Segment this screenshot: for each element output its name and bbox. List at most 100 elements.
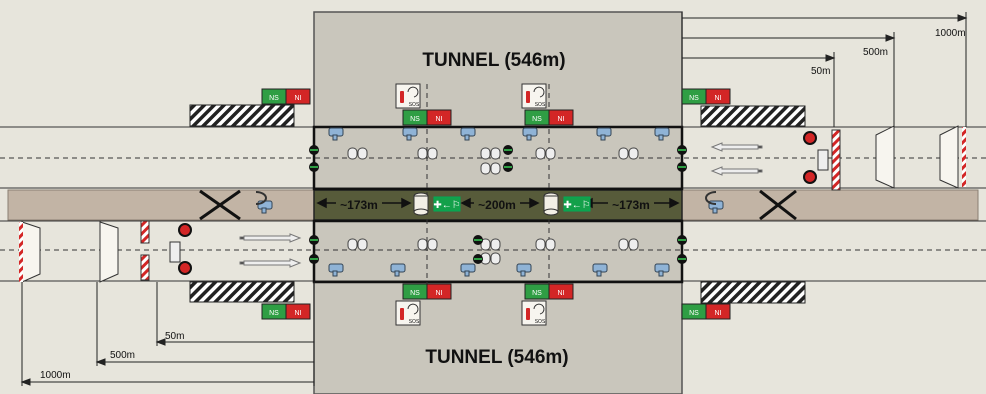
red-white-post [140, 254, 150, 281]
jet-fan-icon [535, 147, 556, 160]
camera-icon [328, 263, 344, 277]
camera-icon [402, 127, 418, 141]
camera-icon [592, 263, 608, 277]
exit-sign-icon [433, 196, 461, 212]
red-white-post [831, 129, 841, 191]
ni-label: NI [715, 95, 722, 102]
ni-label: NI [558, 116, 565, 123]
pmv-gantry-left-2 [99, 221, 119, 283]
jet-fan-icon [480, 162, 501, 175]
sos-label: SOS [409, 319, 420, 325]
exit-sign-icon [563, 196, 591, 212]
tunnel-title-bottom: TUNNEL (546m) [425, 347, 568, 368]
ns-label: NS [410, 116, 420, 123]
ns-label: NS [410, 290, 420, 297]
ns-ni-signal-panel: NS NI [402, 109, 452, 126]
segment-right-label: ~173m [612, 198, 650, 212]
ni-label: NI [295, 310, 302, 317]
jet-fan-icon [347, 238, 368, 251]
camera-icon [328, 127, 344, 141]
camera-icon [522, 127, 538, 141]
tunnel-light-icon [677, 235, 687, 245]
jet-fan-icon [480, 252, 501, 265]
camera-icon [460, 263, 476, 277]
crossover-right [759, 189, 797, 221]
distance-markers-left [20, 282, 315, 386]
distance-50m-right: 50m [811, 66, 830, 77]
barrier-top-left [189, 104, 295, 127]
camera-icon [516, 263, 532, 277]
tunnel-light-icon [677, 145, 687, 155]
ns-label: NS [689, 310, 699, 317]
sos-extinguisher-box: SOS [395, 300, 421, 326]
jet-fan-icon [618, 238, 639, 251]
ns-label: NS [269, 95, 279, 102]
svg-text:✚←⚐: ✚←⚐ [433, 200, 460, 211]
ns-ni-signal-panel: NS NI [681, 88, 731, 105]
sos-label: SOS [535, 319, 546, 325]
barrier-top-right [700, 105, 806, 127]
direction-arrows-lower [239, 233, 302, 268]
distance-500m-left: 500m [110, 350, 135, 361]
barrier-bottom-right [700, 281, 806, 304]
segment-middle-label: ~200m [478, 198, 516, 212]
tunnel-light-icon [503, 145, 513, 155]
tunnel-light-icon [309, 162, 319, 172]
emergency-exit-1: ✚←⚐ [413, 192, 461, 216]
distance-1000m-right: 1000m [935, 28, 966, 39]
ns-label: NS [269, 310, 279, 317]
tunnel-light-icon [309, 254, 319, 264]
tunnel-light-icon [309, 235, 319, 245]
ns-label: NS [689, 95, 699, 102]
ns-ni-signal-panel: NS NI [681, 303, 731, 320]
sos-extinguisher-box: SOS [521, 83, 547, 109]
svg-text:✚←⚐: ✚←⚐ [563, 200, 590, 211]
jet-fan-icon [347, 147, 368, 160]
sos-label: SOS [535, 102, 546, 108]
jet-fan-icon [618, 147, 639, 160]
distance-50m-left: 50m [165, 331, 184, 342]
distance-500m-right: 500m [863, 47, 888, 58]
ns-label: NS [532, 290, 542, 297]
camera-icon [654, 263, 670, 277]
direction-arrows-upper [710, 142, 763, 176]
ns-ni-signal-panel: NS NI [524, 283, 574, 300]
traffic-signal-right [803, 129, 841, 191]
crossover-left [199, 189, 241, 221]
distance-1000m-left: 1000m [40, 370, 71, 381]
ni-label: NI [295, 95, 302, 102]
upper-tube [312, 125, 684, 191]
ni-label: NI [715, 310, 722, 317]
tunnel-light-icon [677, 254, 687, 264]
jet-fan-icon [480, 147, 501, 160]
ni-label: NI [436, 116, 443, 123]
camera-icon [460, 127, 476, 141]
barrier-bottom-left [189, 281, 295, 303]
tunnel-light-icon [473, 254, 483, 264]
segment-left-label: ~173m [340, 198, 378, 212]
red-white-post [140, 220, 150, 244]
ni-label: NI [558, 290, 565, 297]
jet-fan-icon [417, 147, 438, 160]
camera-icon [596, 127, 612, 141]
pmv-gantry-left-1 [19, 221, 41, 283]
tunnel-light-icon [473, 235, 483, 245]
ns-ni-signal-panel: NS NI [261, 88, 311, 105]
camera-icon [654, 127, 670, 141]
distance-markers-right [681, 12, 968, 127]
ns-label: NS [532, 116, 542, 123]
lower-tube [312, 219, 684, 284]
ns-ni-signal-panel: NS NI [261, 303, 311, 320]
sos-extinguisher-box: SOS [521, 300, 547, 326]
sos-label: SOS [409, 102, 420, 108]
traffic-signal-left [140, 220, 192, 281]
tunnel-light-icon [503, 162, 513, 172]
ns-ni-signal-panel: NS NI [524, 109, 574, 126]
pmv-gantry-right-1 [875, 125, 895, 189]
tunnel-light-icon [677, 162, 687, 172]
camera-icon [390, 263, 406, 277]
tunnel-light-icon [309, 145, 319, 155]
sos-extinguisher-box: SOS [395, 83, 421, 109]
